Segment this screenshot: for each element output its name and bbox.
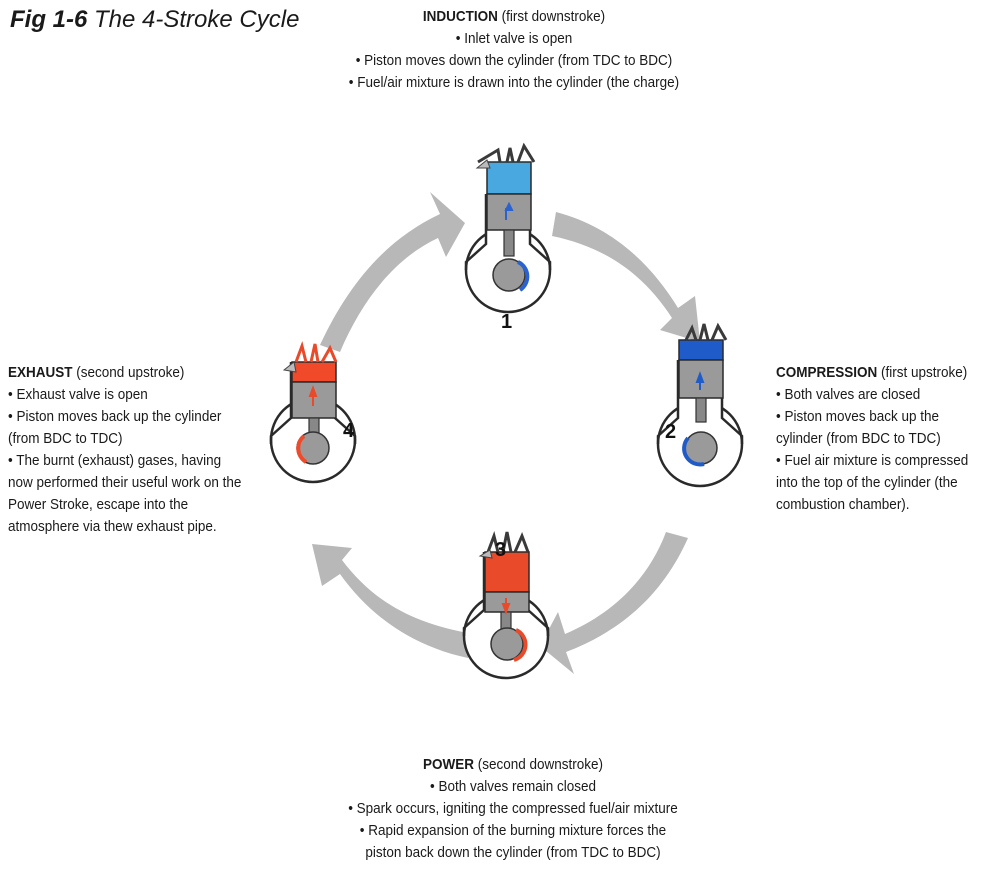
engine-power [462, 530, 550, 680]
compression-line: • Fuel air mixture is compressed [776, 452, 969, 469]
compression-line: combustion chamber). [776, 496, 910, 513]
stroke-number-power: 3 [495, 539, 506, 561]
cycle-arrows [312, 192, 700, 674]
exhaust-name: EXHAUST [8, 364, 73, 381]
compression-line: cylinder (from BDC to TDC) [776, 430, 941, 447]
power-line: piston back down the cylinder (from TDC … [365, 844, 661, 861]
exhaust-line: atmosphere via thew exhaust pipe. [8, 518, 217, 535]
power-heading: POWER (second downstroke) [314, 754, 712, 776]
induction-line: • Piston moves down the cylinder (from T… [355, 52, 673, 69]
exhaust-qualifier: (second upstroke) [76, 364, 185, 381]
arrow-exhaust-to-induction [320, 192, 465, 352]
induction-name: INDUCTION [422, 8, 498, 25]
figure-title-text: The 4-Stroke Cycle [94, 6, 300, 33]
compression-line: into the top of the cylinder (the [776, 474, 958, 491]
engine-compression [656, 322, 744, 488]
compression-name: COMPRESSION [776, 364, 878, 381]
power-line: • Spark occurs, igniting the compressed … [348, 800, 678, 817]
exhaust-line: • Piston moves back up the cylinder [8, 408, 222, 425]
figure-title: Fig 1-6 The 4-Stroke Cycle [10, 6, 299, 34]
engine-induction [464, 142, 552, 314]
arrow-compression-to-power [540, 532, 688, 674]
arrow-induction-to-compression [552, 212, 700, 342]
induction-line: • Fuel/air mixture is drawn into the cyl… [348, 74, 680, 91]
power-description: POWER (second downstroke) • Both valves … [314, 754, 712, 864]
compression-heading: COMPRESSION (first upstroke) [776, 362, 992, 384]
power-line: • Rapid expansion of the burning mixture… [359, 822, 667, 839]
figure-label: Fig 1-6 [10, 6, 88, 33]
power-name: POWER [422, 756, 474, 773]
exhaust-line: • Exhaust valve is open [8, 386, 148, 403]
induction-heading: INDUCTION (first downstroke) [331, 6, 696, 28]
stroke-number-exhaust: 4 [343, 420, 355, 442]
compression-qualifier: (first upstroke) [881, 364, 968, 381]
exhaust-heading: EXHAUST (second upstroke) [8, 362, 265, 384]
exhaust-description: EXHAUST (second upstroke) • Exhaust valv… [8, 362, 265, 538]
compression-description: COMPRESSION (first upstroke) • Both valv… [776, 362, 992, 516]
arrow-power-to-exhaust [312, 544, 474, 658]
engine-exhaust [269, 340, 357, 484]
exhaust-line: • The burnt (exhaust) gases, having [8, 452, 222, 469]
exhaust-line: (from BDC to TDC) [8, 430, 123, 447]
induction-description: INDUCTION (first downstroke) • Inlet val… [331, 6, 696, 94]
compression-line: • Piston moves back up the [776, 408, 940, 425]
exhaust-line: now performed their useful work on the [8, 474, 242, 491]
power-line: • Both valves remain closed [429, 778, 597, 795]
induction-qualifier: (first downstroke) [501, 8, 606, 25]
compression-line: • Both valves are closed [776, 386, 921, 403]
stroke-number-induction: 1 [501, 311, 512, 333]
induction-line: • Inlet valve is open [455, 30, 573, 47]
stroke-number-compression: 2 [665, 421, 676, 443]
power-qualifier: (second downstroke) [477, 756, 604, 773]
exhaust-line: Power Stroke, escape into the [8, 496, 189, 513]
